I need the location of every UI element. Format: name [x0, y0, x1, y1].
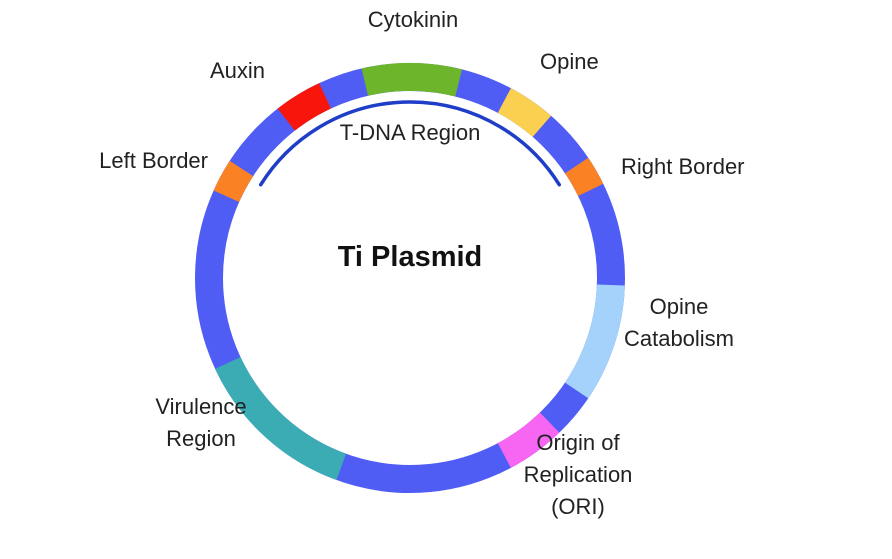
origin-of-replication-label-line: Origin of [536, 430, 620, 455]
plasmid-segments [213, 63, 625, 481]
opine-label: Opine [540, 49, 599, 74]
virulence-region-segment [215, 356, 347, 481]
auxin-segment [277, 83, 332, 131]
opine-catabolism-label-line: Opine [650, 294, 709, 319]
virulence-region-label-line: Region [166, 426, 236, 451]
opine-catabolism-label-line: Catabolism [624, 326, 734, 351]
origin-of-replication-label-line: Replication [524, 462, 633, 487]
opine-label-line: Opine [540, 49, 599, 74]
opine-segment [497, 88, 552, 138]
auxin-label-line: Auxin [210, 58, 265, 83]
origin-of-replication-label-line: (ORI) [551, 494, 605, 519]
t-dna-region-arc [258, 100, 562, 187]
plasmid-title: Ti Plasmid [338, 241, 483, 273]
virulence-region-label-line: Virulence [155, 394, 246, 419]
t-dna-region-label: T-DNA Region [340, 120, 481, 145]
left-border-segment [213, 160, 254, 203]
origin-of-replication-label: Origin of Replication (ORI) [524, 430, 633, 519]
cytokinin-label-line: Cytokinin [368, 7, 458, 32]
cytokinin-segment [361, 63, 463, 97]
origin-of-replication-segment [497, 412, 560, 468]
auxin-label: Auxin [210, 58, 265, 83]
left-border-label: Left Border [99, 148, 208, 173]
cytokinin-label: Cytokinin [368, 7, 458, 32]
left-border-label-line: Left Border [99, 148, 208, 173]
right-border-label-line: Right Border [621, 154, 745, 179]
right-border-label: Right Border [621, 154, 745, 179]
right-border-segment [564, 157, 604, 197]
opine-catabolism-segment [564, 284, 625, 399]
